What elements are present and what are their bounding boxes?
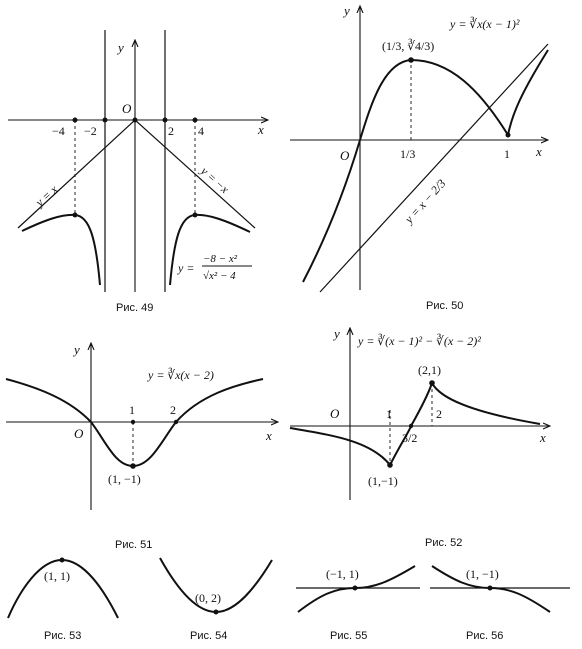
point-label: (1, −1) xyxy=(108,472,141,486)
caption: Рис. 55 xyxy=(330,630,367,642)
curve-equation-prefix: y = xyxy=(177,261,194,275)
point-tick-1 xyxy=(130,419,136,425)
point-label-max: (2,1) xyxy=(418,363,441,377)
point-label: (1/3, ∛4/3) xyxy=(382,38,434,53)
point-tick-neg4 xyxy=(72,117,78,123)
tick-label: 1 xyxy=(504,147,510,161)
point-max xyxy=(429,380,435,386)
point-min xyxy=(130,463,136,469)
x-axis-label: x xyxy=(257,122,264,137)
point-inflection xyxy=(487,585,493,591)
tick-label: 1 xyxy=(386,407,392,421)
asymptote-line-y-eq-x xyxy=(17,119,136,229)
point-max xyxy=(408,57,414,63)
point-tick-neg2 xyxy=(102,117,108,123)
caption: Рис. 52 xyxy=(425,537,462,549)
y-axis-label: y xyxy=(116,40,124,55)
point-inflection xyxy=(352,585,358,591)
caption: Рис. 50 xyxy=(426,300,463,312)
figure-52: x y O 1 3/2 2 y = ∛(x − 1)² − ∛(x − 2)² … xyxy=(289,326,550,549)
figure-54: (0, 2) Рис. 54 xyxy=(159,557,273,642)
y-axis-label: y xyxy=(72,342,80,357)
tick-label: 2 xyxy=(436,407,442,421)
figure-55: (−1, 1) Рис. 55 xyxy=(296,565,420,642)
point-label: (0, 2) xyxy=(195,591,221,605)
curve-equation: y = ∛(x − 1)² − ∛(x − 2)² xyxy=(357,333,481,348)
point-label: (1, 1) xyxy=(44,569,70,583)
tick-label: 2 xyxy=(168,124,174,138)
point-max-left xyxy=(72,212,78,218)
curve-left-branch xyxy=(21,213,101,286)
x-axis-label: x xyxy=(535,144,542,159)
caption: Рис. 51 xyxy=(115,539,152,551)
caption: Рис. 54 xyxy=(190,630,227,642)
tick-label: 3/2 xyxy=(402,431,417,445)
origin-label: O xyxy=(330,406,340,421)
curve-equation: y = ∛x(x − 2) xyxy=(147,367,214,382)
y-axis-label: y xyxy=(332,326,340,341)
point-tick-2 xyxy=(162,117,168,123)
point-tick-4 xyxy=(192,117,198,123)
curve-right-branch xyxy=(507,49,549,136)
tick-label: −2 xyxy=(84,124,97,138)
tick-label: −4 xyxy=(52,124,65,138)
point-min xyxy=(213,609,219,615)
line-label-y-eq-x: y = x xyxy=(32,182,61,210)
point-zero xyxy=(408,423,414,429)
tick-label: 2 xyxy=(170,403,176,417)
tick-label: 1/3 xyxy=(400,147,415,161)
figure-49: x y O −4 −2 2 4 y = x y = −x y = −8 − x²… xyxy=(8,30,268,314)
curve-main-branch xyxy=(302,58,509,283)
point-label: (1, −1) xyxy=(466,567,499,581)
caption: Рис. 56 xyxy=(466,630,503,642)
figure-53: (1, 1) Рис. 53 xyxy=(7,557,119,642)
point-label: (−1, 1) xyxy=(326,567,359,581)
asymptote-label: y = x − 2/3 xyxy=(401,176,448,226)
y-axis-label: y xyxy=(342,3,350,18)
curve-equation-numerator: −8 − x² xyxy=(203,253,238,265)
point-max xyxy=(59,557,65,563)
figure-51: x y O 1 2 y = ∛x(x − 2) (1, −1) Рис. 51 xyxy=(5,342,278,551)
figure-56: (1, −1) Рис. 56 xyxy=(430,565,570,642)
curve-equation-denominator: √x² − 4 xyxy=(203,270,236,282)
tick-label: 1 xyxy=(129,403,135,417)
point-max-right xyxy=(192,212,198,218)
figure-50: x y O 1/3 1 y = ∛x(x − 1)² (1/3, ∛4/3) y… xyxy=(290,3,548,312)
x-axis-label: x xyxy=(265,428,272,443)
point-tick-2 xyxy=(173,419,179,425)
asymptote-line xyxy=(319,43,549,293)
caption: Рис. 53 xyxy=(44,630,81,642)
curve xyxy=(289,380,541,467)
tick-label: 4 xyxy=(198,124,204,138)
x-axis-label: x xyxy=(539,430,546,445)
origin-label: O xyxy=(74,426,84,441)
origin-label: O xyxy=(340,148,350,163)
curve-equation: y = ∛x(x − 1)² xyxy=(449,16,520,31)
point-cusp xyxy=(505,132,511,138)
caption: Рис. 49 xyxy=(116,302,153,314)
point-label-min: (1,−1) xyxy=(368,474,398,488)
origin-label: O xyxy=(122,101,132,116)
point-min xyxy=(387,462,393,468)
point-origin xyxy=(132,117,138,123)
